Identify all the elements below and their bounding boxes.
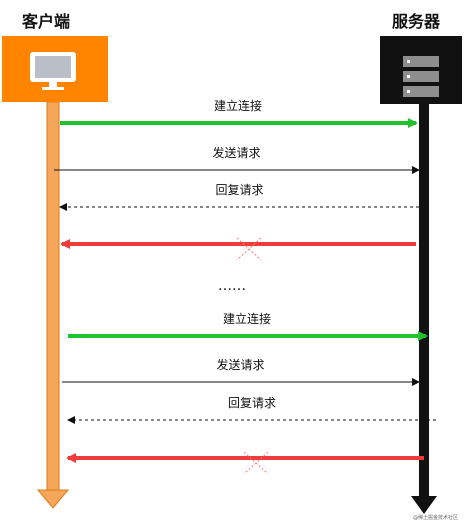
client-lifeline <box>46 101 60 493</box>
client-lifeline-arrowhead <box>36 489 70 509</box>
ellipsis-separator: …… <box>218 278 246 294</box>
message-label-2: 发送请求 <box>212 146 261 160</box>
message-list <box>54 118 436 475</box>
message-label-7: 回复请求 <box>227 396 277 410</box>
server-lifeline <box>419 102 429 498</box>
client-title: 客户端 <box>22 12 71 31</box>
lost-message-cross-icon <box>236 237 262 261</box>
server-box <box>380 36 462 104</box>
lost-message-cross-icon <box>243 451 269 475</box>
server-lifeline-arrowhead <box>411 496 437 514</box>
message-label-5: 建立连接 <box>222 312 272 326</box>
watermark: @稀土掘金技术社区 <box>412 515 458 521</box>
monitor-icon <box>30 52 76 90</box>
message-label-3: 回复请求 <box>215 183 264 197</box>
message-label-1: 建立连接 <box>213 99 263 113</box>
server-title: 服务器 <box>392 12 441 31</box>
server-icon <box>403 56 439 97</box>
client-box <box>2 36 108 102</box>
message-label-6: 发送请求 <box>216 358 265 372</box>
